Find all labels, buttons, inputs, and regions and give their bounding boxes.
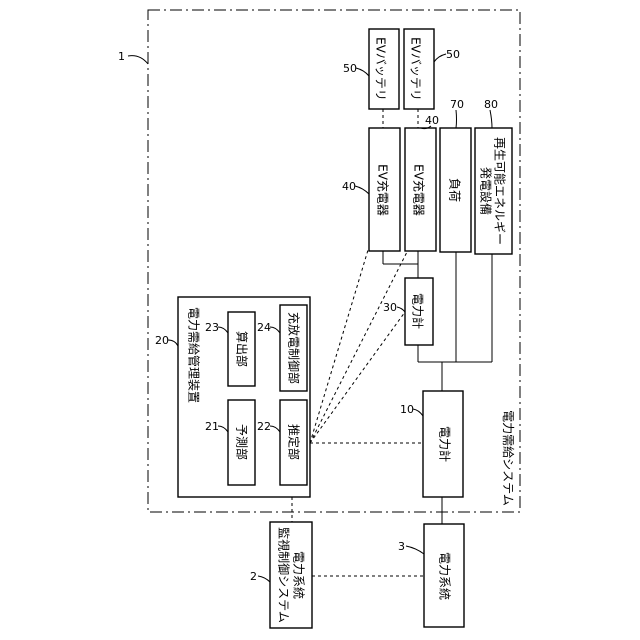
grid-monitor-label-line1: 電力系統 <box>292 551 306 599</box>
ev-battery-1-label: EVバッテリ <box>374 37 388 101</box>
ref-grid-monitor: 2 <box>250 570 257 583</box>
charge-controller-label: 充放電制御部 <box>287 312 302 384</box>
predictor-label: 予測部 <box>235 424 250 460</box>
ref-estimator: 22 <box>257 420 271 433</box>
leader-sub-meter <box>397 307 405 312</box>
ev-charger-1-label: EV充電器 <box>376 164 391 216</box>
leader-ev-battery-1 <box>356 68 369 76</box>
ref-ev-charger-1: 40 <box>342 180 356 193</box>
system-label: 電力需給システム <box>501 410 515 506</box>
ev-battery-2-label: EVバッテリ <box>409 37 423 101</box>
manager-title: 電力需給管理装置 <box>187 307 202 403</box>
ev-charger-2-label: EV充電器 <box>412 164 427 216</box>
leader-system <box>128 56 148 64</box>
calculator-label: 算出部 <box>235 331 250 367</box>
grid-monitor-label-line2: 監視制御システム <box>277 527 292 623</box>
ref-load: 70 <box>450 98 464 111</box>
ref-ev-battery-1: 50 <box>343 62 357 75</box>
ref-system: 1 <box>118 50 125 63</box>
ref-ev-battery-2: 50 <box>446 48 460 61</box>
power-grid-label: 電力系統 <box>438 552 452 600</box>
renewable-label-line2: 発電設備 <box>479 167 494 215</box>
ref-predictor: 21 <box>205 420 219 433</box>
main-meter-label: 電力計 <box>438 426 453 462</box>
ref-sub-meter: 30 <box>383 301 397 314</box>
leader-manager <box>168 340 178 346</box>
ref-renewable: 80 <box>484 98 498 111</box>
leader-load <box>456 110 457 128</box>
ref-ev-charger-2: 40 <box>425 114 439 127</box>
comm-meter-sub <box>310 312 405 443</box>
leader-grid-monitor <box>258 576 270 582</box>
leader-ev-battery-2 <box>434 54 446 62</box>
ref-calculator: 23 <box>205 321 219 334</box>
ref-manager: 20 <box>155 334 169 347</box>
ref-charge-controller: 24 <box>257 321 271 334</box>
leader-ev-charger-1 <box>355 186 369 194</box>
load-label: 負荷 <box>448 178 462 202</box>
leader-main-meter <box>413 409 423 416</box>
sub-meter-label: 電力計 <box>411 293 426 329</box>
ref-main-meter: 10 <box>400 403 414 416</box>
ref-power-grid: 3 <box>398 540 405 553</box>
estimator-label: 推定部 <box>287 424 302 460</box>
comm-charger2 <box>310 250 408 443</box>
leader-renewable <box>490 110 492 128</box>
leader-power-grid <box>406 546 424 554</box>
renewable-label-line1: 再生可能エネルギー <box>493 137 507 245</box>
